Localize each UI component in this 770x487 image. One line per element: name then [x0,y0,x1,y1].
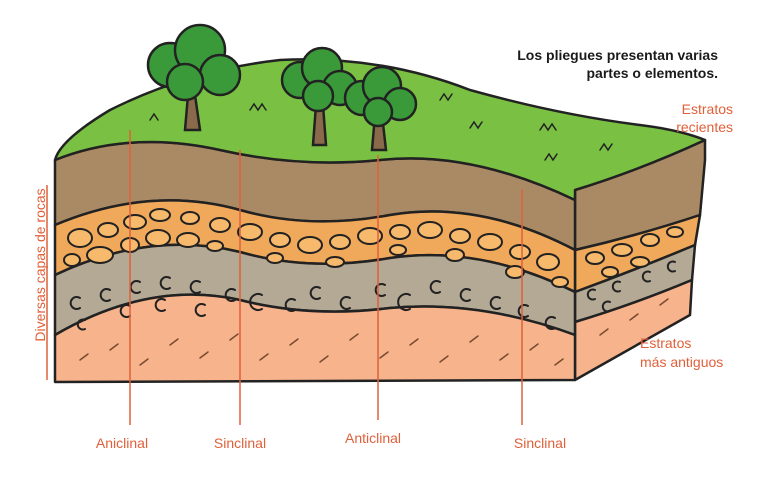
tree-3 [343,65,418,152]
caption-line-2: partes o elementos. [587,65,719,81]
label-side-rock-layers: Diversas capas de rocas [32,188,48,341]
label-old-strata-2: más antiguos [640,354,723,370]
tree-1 [146,23,242,132]
grass-tufts [149,92,613,162]
tree-2 [280,46,359,147]
label-sinclinal-1: Sinclinal [214,435,266,451]
label-old-strata-1: Estratos [640,335,691,351]
base-layer-dashes [79,298,669,366]
side-base [573,278,694,382]
label-recent-strata-1: Estratos [682,101,733,117]
guide-lines [129,130,523,425]
base-layer [53,293,577,384]
front-layers [53,140,577,384]
label-sinclinal-2: Sinclinal [514,435,566,451]
pebbles [63,208,684,288]
label-recent-strata-2: recientes [676,119,733,135]
gray-layer-marks [69,260,676,331]
label-aniclinal: Aniclinal [96,435,148,451]
label-anticlinal: Anticlinal [345,430,401,446]
caption-line-1: Los pliegues presentan varias [517,47,718,63]
